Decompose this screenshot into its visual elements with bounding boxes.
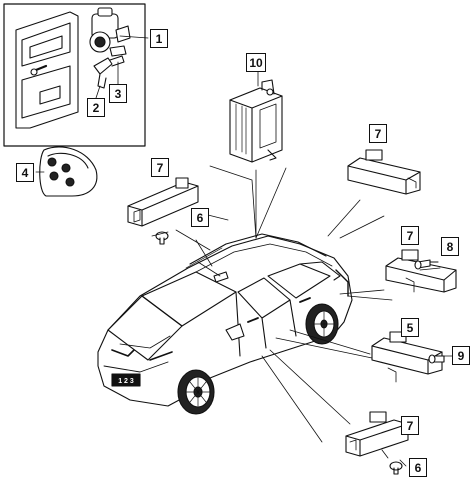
front-wheel	[177, 369, 215, 415]
key-fob	[35, 146, 98, 197]
rear-wheel	[305, 303, 339, 345]
callout-5[interactable]: 5	[401, 318, 419, 337]
callout-1[interactable]: 1	[150, 29, 168, 48]
callout-8[interactable]: 8	[441, 237, 459, 256]
callout-10[interactable]: 10	[246, 53, 266, 72]
license-plate	[111, 373, 141, 387]
callout-7-right-bottom[interactable]: 7	[401, 416, 419, 435]
license-plate-text: 1 2 3	[118, 378, 134, 385]
lock-cylinder	[89, 7, 131, 57]
callout-6-upper[interactable]: 6	[191, 208, 209, 227]
door-panel	[15, 11, 79, 129]
callout-7-right-top[interactable]: 7	[369, 124, 387, 143]
door-handle-right-2	[385, 249, 457, 293]
callout-7-right-mid[interactable]: 7	[401, 226, 419, 245]
callout-3[interactable]: 3	[109, 84, 127, 103]
callout-7-left[interactable]: 7	[151, 158, 169, 177]
callout-2[interactable]: 2	[87, 98, 105, 117]
key-blade	[93, 55, 125, 89]
vehicle: 1 2 3	[97, 233, 353, 415]
callout-4[interactable]: 4	[16, 163, 34, 182]
side-mirror	[225, 323, 245, 341]
door-handle-left	[127, 177, 199, 227]
door-handle-right-4	[345, 411, 409, 459]
screw-8	[414, 259, 439, 270]
screw-9	[428, 354, 445, 364]
callout-6-lower[interactable]: 6	[409, 458, 427, 477]
door-handle-right-1	[347, 149, 421, 195]
side-window-rear	[267, 263, 331, 299]
callout-9[interactable]: 9	[452, 346, 470, 365]
leader-lines	[151, 165, 453, 467]
control-module	[229, 69, 283, 163]
screw-6-lower	[389, 461, 403, 475]
door-handle-right-3	[371, 331, 443, 383]
door-lock-inset	[3, 3, 149, 147]
